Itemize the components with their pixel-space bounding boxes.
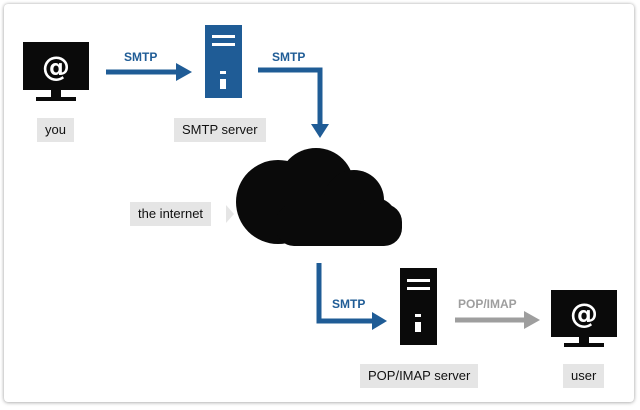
node-label-pop-server: POP/IMAP server	[360, 364, 479, 388]
user-monitor-icon: @	[551, 290, 617, 347]
node-label-internet: the internet	[130, 202, 212, 226]
pop-imap-server-icon	[400, 268, 437, 345]
flow-label-pop-to-user: POP/IMAP	[458, 297, 517, 311]
at-sign-icon: @	[42, 50, 70, 83]
pop-imap-arrow	[455, 311, 540, 329]
smtp-arrow-2	[258, 67, 329, 138]
smtp-arrow-3	[316, 263, 387, 330]
node-label-you: you	[37, 118, 74, 142]
internet-label-pointer	[226, 205, 234, 223]
you-monitor-icon: @	[23, 42, 89, 101]
flow-label-you-to-smtp: SMTP	[124, 50, 158, 64]
node-label-user: user	[563, 364, 605, 388]
node-label-smtp-server: SMTP server	[174, 118, 266, 142]
smtp-server-icon	[205, 25, 242, 98]
flow-label-smtp-to-internet: SMTP	[272, 50, 306, 64]
cloud-icon	[236, 148, 402, 246]
at-sign-icon: @	[570, 297, 598, 330]
smtp-arrow-1	[106, 63, 192, 81]
flow-label-internet-to-pop: SMTP	[332, 297, 366, 311]
